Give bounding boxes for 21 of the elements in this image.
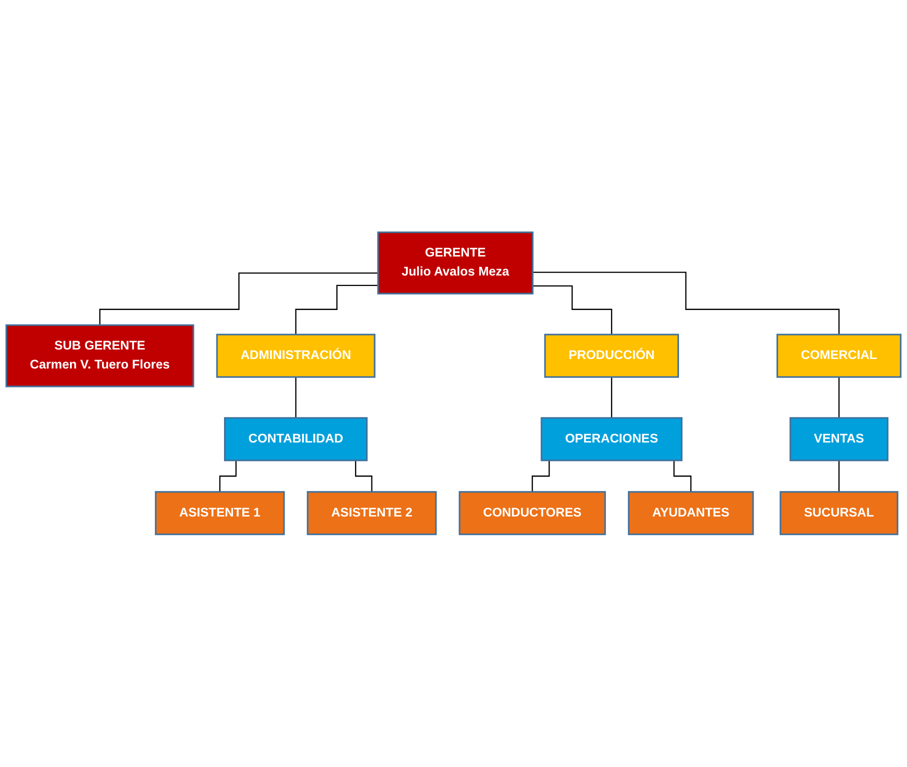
node-box: GERENTE Julio Avalos Meza <box>377 232 534 295</box>
node-box: ADMINISTRACIÓN <box>216 334 376 378</box>
node-box: COMERCIAL <box>776 334 902 378</box>
node-box: PRODUCCIÓN <box>544 334 679 378</box>
node-box: CONDUCTORES <box>458 491 606 536</box>
connector <box>532 272 840 336</box>
node-box: ASISTENTE 2 <box>306 491 437 536</box>
connector <box>611 376 612 419</box>
node-box: ASISTENTE 1 <box>154 491 285 536</box>
connector <box>295 285 378 336</box>
connector <box>838 460 840 493</box>
connector <box>532 286 612 336</box>
connector <box>838 376 840 419</box>
node-box: VENTAS <box>790 417 888 462</box>
connector <box>295 376 296 419</box>
node-box: SUB GERENTE Carmen V. Tuero Flores <box>6 324 194 388</box>
connector <box>99 272 378 326</box>
node-box: OPERACIONES <box>540 417 682 462</box>
node-box: SUCURSAL <box>780 491 898 536</box>
node-box: AYUDANTES <box>628 491 754 536</box>
node-box: CONTABILIDAD <box>224 417 368 462</box>
